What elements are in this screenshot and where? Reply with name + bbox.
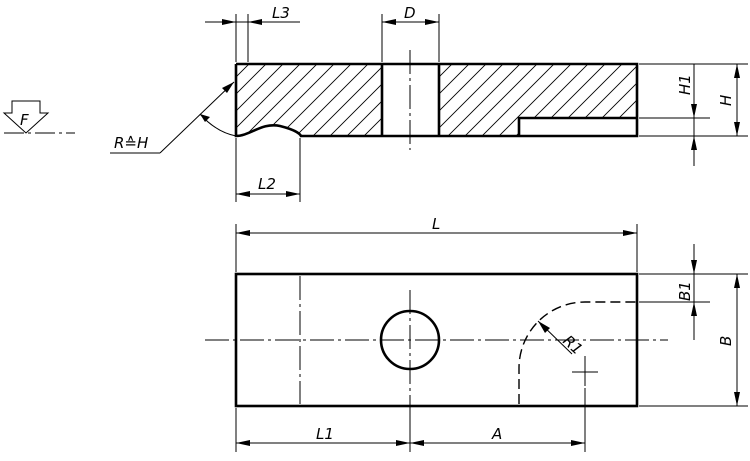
force-symbol: F xyxy=(2,100,75,134)
hatch-line xyxy=(394,60,474,140)
label-b1: B1 xyxy=(676,281,694,301)
label-r-eq-h: R≙H xyxy=(114,134,148,152)
hatch-line xyxy=(278,64,352,136)
hatch-line xyxy=(439,64,470,95)
dim-h: H xyxy=(717,64,740,136)
hatch-line xyxy=(359,60,439,140)
hatch-line xyxy=(411,60,491,140)
hatch-line xyxy=(682,60,750,140)
dim-l: L xyxy=(235,215,638,272)
section-view xyxy=(156,50,750,150)
label-h: H xyxy=(717,95,735,106)
hatch-line xyxy=(312,66,382,136)
hatch-line xyxy=(346,100,382,136)
hatch-line xyxy=(363,117,382,136)
hatch-line xyxy=(329,83,382,136)
hatch-line xyxy=(498,64,572,136)
hatch-line xyxy=(648,60,728,140)
hatch-line xyxy=(481,64,555,136)
hatch-line xyxy=(380,134,382,136)
hatch-line xyxy=(447,64,521,136)
hatch-line xyxy=(445,60,525,140)
hatch-line xyxy=(236,64,301,129)
label-r1: R1 xyxy=(559,332,586,359)
hatching-left xyxy=(156,60,525,140)
bore-circle xyxy=(379,309,441,371)
label-d: D xyxy=(404,4,416,22)
dim-l1: L1 xyxy=(235,408,411,452)
dim-l3: L3 xyxy=(205,4,300,62)
label-f: F xyxy=(20,111,29,129)
dim-l2: L2 xyxy=(235,138,301,202)
hatch-line xyxy=(464,64,538,136)
label-a: A xyxy=(491,425,502,443)
dim-b1: B1 xyxy=(639,244,748,340)
label-b: B xyxy=(717,336,735,346)
dim-b: B xyxy=(639,274,748,407)
hatch-line xyxy=(236,64,284,112)
section-outline xyxy=(234,62,639,138)
hatch-line xyxy=(244,64,318,136)
hatch-line xyxy=(236,64,267,95)
dim-h1: H1 xyxy=(639,63,748,166)
label-l3: L3 xyxy=(272,4,290,22)
hatch-line xyxy=(439,64,487,112)
dim-d: D xyxy=(381,4,440,62)
hatch-line xyxy=(439,64,453,78)
plan-view xyxy=(205,272,668,420)
dim-a: A xyxy=(410,388,586,452)
hatch-line xyxy=(634,133,637,136)
label-l2: L2 xyxy=(258,175,276,193)
hatch-line xyxy=(156,60,236,140)
hatch-line xyxy=(439,64,504,129)
label-l: L xyxy=(432,215,440,233)
hatch-line xyxy=(236,64,250,78)
label-h1: H1 xyxy=(676,74,694,95)
label-l1: L1 xyxy=(316,425,334,443)
hatch-line xyxy=(295,64,369,136)
dim-radius-r-eq-h: R≙H xyxy=(110,81,237,154)
